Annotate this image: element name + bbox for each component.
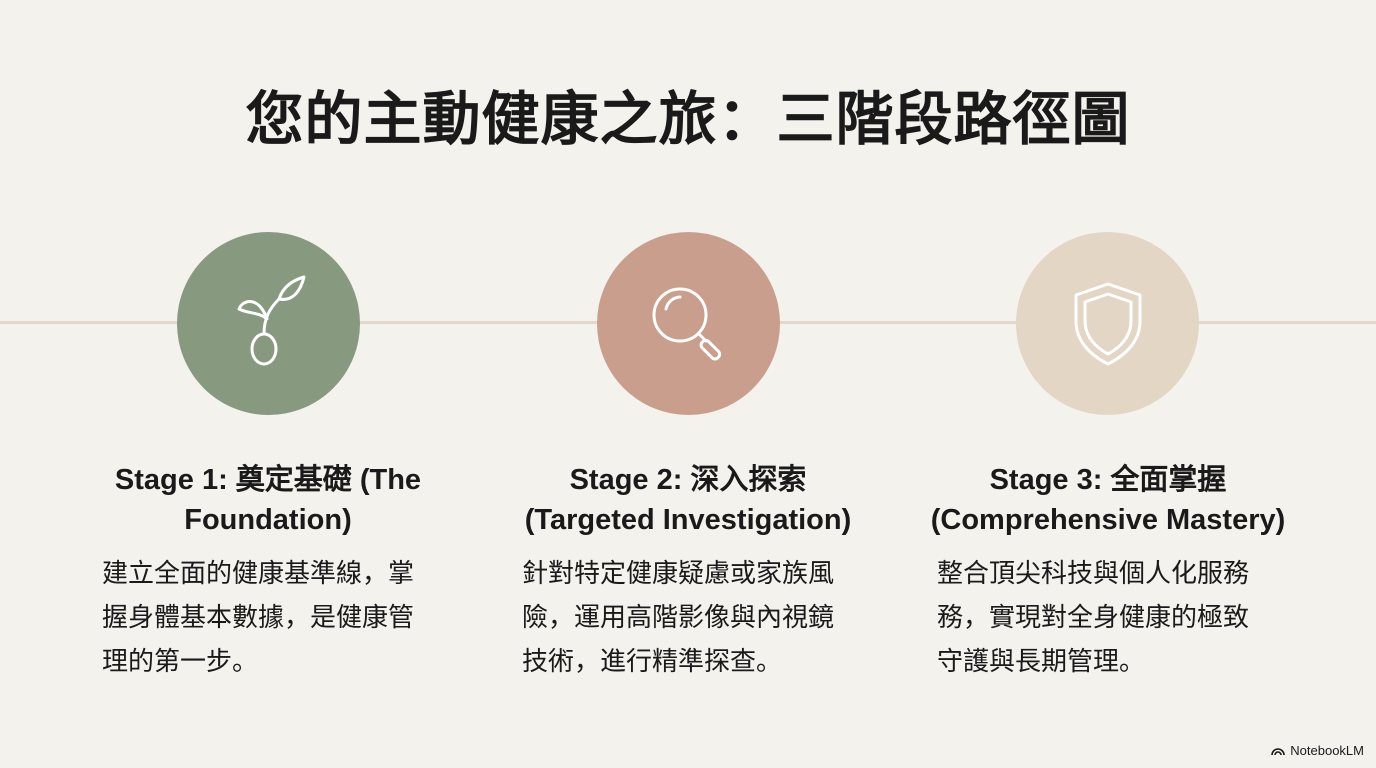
stage-title-line: Stage 1: 奠定基礎 (The xyxy=(114,464,422,496)
stage-title-line: Foundation) xyxy=(184,504,352,536)
brand-label: NotebookLM xyxy=(1290,743,1364,758)
desc-line: 險，運用高階影像與內視鏡 xyxy=(522,603,835,633)
desc-line: 守護與長期管理。 xyxy=(937,647,1146,677)
stage-2-description: 針對特定健康疑慮或家族風險，運用高階影像與內視鏡技術，進行精準探查。 xyxy=(522,552,834,684)
stage-2-title: Stage 2: 深入探索 (Targeted Investigation) xyxy=(478,460,898,540)
stage-title-line: (Comprehensive Mastery) xyxy=(930,504,1286,536)
stage-title-line: Stage 3: 全面掌握 xyxy=(989,464,1227,496)
desc-line: 建立全面的健康基準線，掌 xyxy=(102,559,415,589)
shield-icon xyxy=(1074,282,1141,365)
magnifier-icon xyxy=(652,287,721,360)
desc-line: 整合頂尖科技與個人化服務 xyxy=(937,559,1250,589)
stage-title-line: Stage 2: 深入探索 xyxy=(569,464,807,496)
stage-3-title: Stage 3: 全面掌握 (Comprehensive Mastery) xyxy=(898,460,1318,540)
desc-line: 技術，進行精準探查。 xyxy=(522,647,783,677)
desc-line: 務，實現對全身健康的極致 xyxy=(937,603,1250,633)
notebooklm-brand: NotebookLM xyxy=(1271,743,1364,758)
stage-1-description: 建立全面的健康基準線，掌握身體基本數據，是健康管理的第一步。 xyxy=(102,552,414,684)
desc-line: 握身體基本數據，是健康管 xyxy=(102,603,415,633)
stage-3-description: 整合頂尖科技與個人化服務務，實現對全身健康的極致守護與長期管理。 xyxy=(937,552,1249,684)
stage-1-circle xyxy=(177,232,360,415)
stage-3-circle xyxy=(1016,232,1199,415)
desc-line: 理的第一步。 xyxy=(102,647,259,677)
desc-line: 針對特定健康疑慮或家族風 xyxy=(522,559,835,589)
notebooklm-logo-icon xyxy=(1271,748,1286,756)
sprout-icon xyxy=(237,275,305,365)
stage-2-circle xyxy=(597,232,780,415)
page-title: 您的主動健康之旅：三階段路徑圖 xyxy=(245,85,1131,153)
stage-title-line: (Targeted Investigation) xyxy=(524,504,852,536)
